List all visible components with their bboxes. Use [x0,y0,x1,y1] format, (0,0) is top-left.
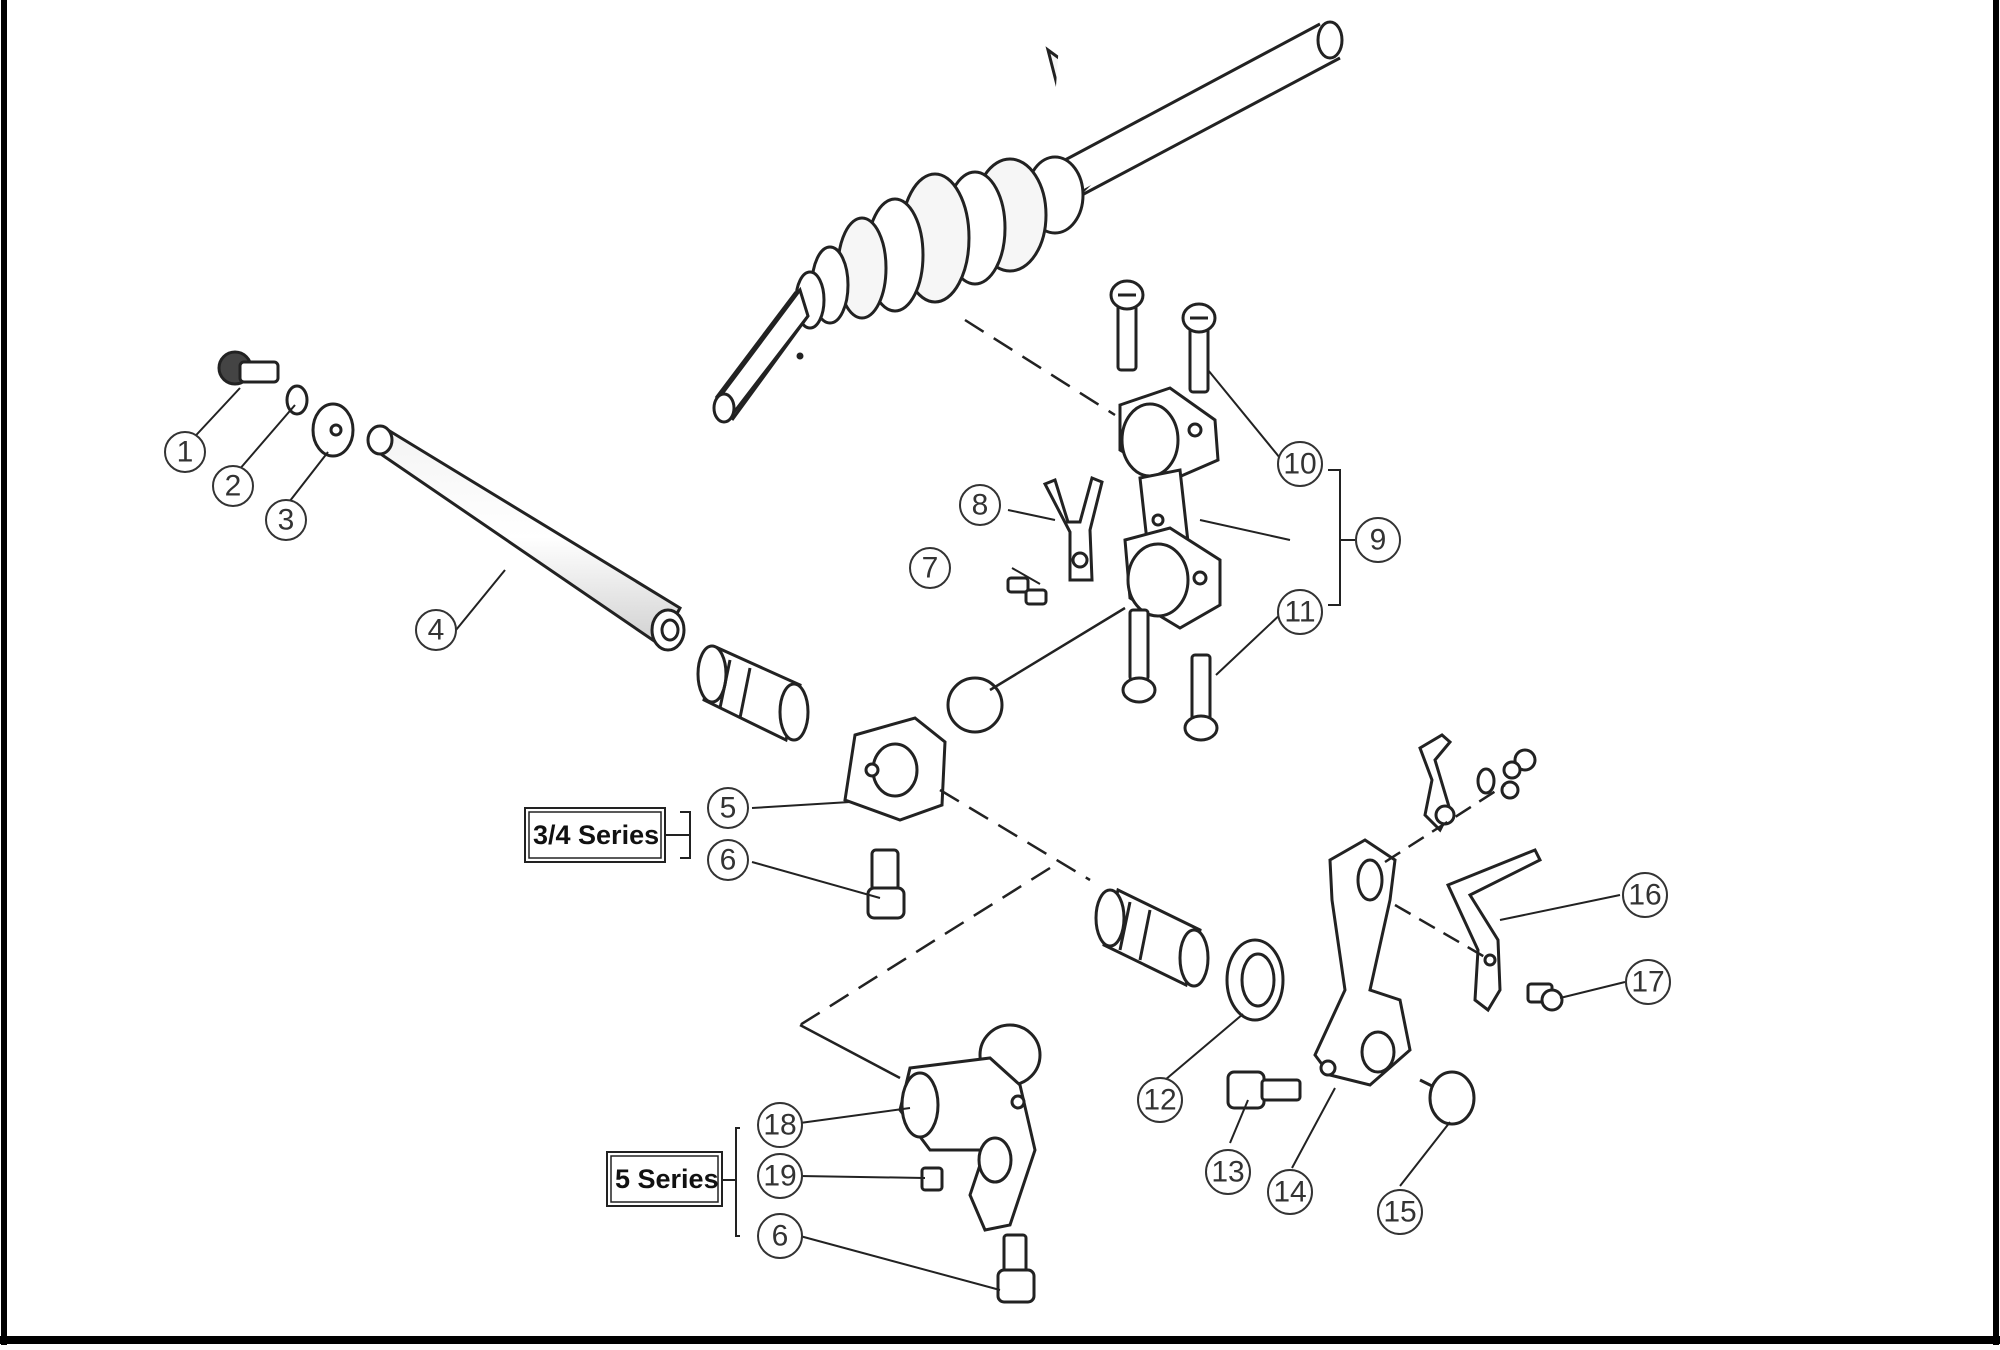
svg-text:17: 17 [1631,966,1664,999]
svg-text:6: 6 [772,1220,789,1253]
callout-4: 4 [415,609,457,651]
callout-1: 1 [164,431,206,473]
svg-text:13: 13 [1211,1156,1244,1189]
svg-text:16: 16 [1628,879,1661,912]
svg-text:5: 5 [720,792,737,825]
svg-text:3/4 Series: 3/4 Series [533,820,659,850]
series-5-label: 5 Series [606,1151,723,1207]
callout-16: 16 [1622,872,1668,918]
svg-text:7: 7 [922,552,939,585]
lever-part-5 [843,676,1004,822]
callout-11: 11 [1277,589,1323,635]
callout-8: 8 [959,484,1001,526]
clamp-block [1118,386,1222,630]
svg-text:14: 14 [1273,1176,1306,1209]
svg-text:18: 18 [763,1109,796,1142]
svg-text:9: 9 [1370,524,1387,557]
svg-text:3: 3 [278,504,295,537]
alignment-line [799,1023,901,1080]
washer-part-3 [311,402,355,458]
alignment-line [1394,903,1491,962]
callout-10: 10 [1277,441,1323,487]
leader-lines [185,369,1626,1291]
screw-part-17 [1526,982,1564,1012]
callout-14: 14 [1267,1169,1313,1215]
callout-2: 2 [212,465,254,507]
svg-text:1: 1 [177,436,194,469]
svg-text:11: 11 [1284,596,1315,629]
series-34-label: 3/4 Series [524,807,666,863]
bracket-part-16 [1445,848,1543,1013]
alignment-line [964,318,1116,417]
svg-text:15: 15 [1383,1196,1416,1229]
callout-19: 19 [757,1153,803,1199]
svg-text:10: 10 [1283,448,1316,481]
callout-12: 12 [1137,1077,1183,1123]
bolt-part-13 [1226,1070,1302,1110]
clamp-bottom-bolts [1121,608,1219,742]
callout-9: 9 [1355,517,1401,563]
bolt-part-1 [217,350,280,386]
alignment-line [939,788,1091,882]
fork-part [1042,475,1104,582]
callout-6-lower: 6 [757,1213,803,1259]
ball-to-clamp-line [989,606,1126,692]
callout-7: 7 [909,547,951,589]
alignment-line [1384,783,1506,864]
svg-text:19: 19 [763,1160,796,1193]
hook-parts [1418,733,1537,833]
main-shaft [712,20,1344,424]
callout-15: 15 [1377,1189,1423,1235]
callout-3: 3 [265,499,307,541]
svg-text:4: 4 [428,614,445,647]
rod-part-4 [366,424,686,652]
thumb-screw-part-15 [1419,1070,1476,1126]
screw-part-6-lower [996,1233,1036,1304]
svg-text:6: 6 [720,844,737,877]
callout-18: 18 [757,1102,803,1148]
svg-text:8: 8 [972,489,989,522]
seal-part-12 [1225,938,1285,1022]
fork-screws [1006,576,1048,606]
collar-lower [1094,887,1210,988]
set-screw-part-19 [920,1166,944,1192]
alignment-line [799,866,1051,1027]
screw-part-6-upper [866,848,906,920]
svg-text:5 Series: 5 Series [615,1164,719,1194]
svg-text:12: 12 [1143,1084,1176,1117]
lever-arm-part-14 [1313,838,1412,1087]
lever-part-18 [898,1023,1042,1232]
collar-upper [696,644,810,743]
callout-17: 17 [1625,959,1671,1005]
callout-6: 6 [707,839,749,881]
clamp-top-bolts [1109,279,1217,394]
callout-13: 13 [1205,1149,1251,1195]
callout-5: 5 [707,787,749,829]
svg-text:2: 2 [225,470,242,503]
